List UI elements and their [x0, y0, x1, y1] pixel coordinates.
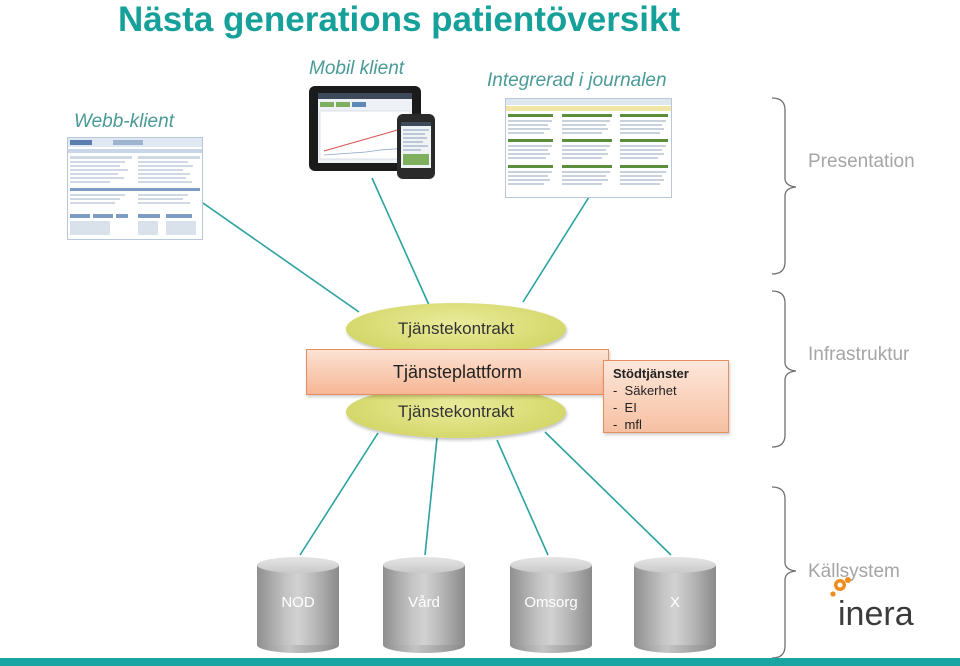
service-contract-top: Tjänstekontrakt: [346, 303, 566, 355]
source-system-x: X: [634, 557, 716, 653]
svg-text:inera: inera: [838, 595, 914, 633]
support-item-mfl: - mfl: [613, 417, 642, 432]
source-system-omsorg: Omsorg: [510, 557, 592, 653]
source-system-nod: NOD: [257, 557, 339, 653]
web-client-screenshot: [67, 137, 203, 240]
connector-omsorg: [496, 439, 549, 556]
support-item-ei: - EI: [613, 400, 637, 415]
connector-vard: [424, 437, 438, 556]
connector-integrated: [522, 196, 590, 303]
source-system-label: NOD: [281, 594, 315, 611]
presentation-bracket: [771, 97, 797, 275]
connector-nod: [299, 432, 379, 556]
integrated-client-label: Integrerad i journalen: [487, 70, 667, 91]
page-title: Nästa generations patientöversikt: [118, 0, 681, 39]
phone-screen: [401, 122, 431, 168]
source-system-label: Omsorg: [524, 594, 578, 611]
mobile-client-label: Mobil klient: [309, 58, 405, 79]
source-system-vard: Vård: [383, 557, 465, 653]
source-bracket: [771, 486, 797, 659]
presentation-layer-label: Presentation: [808, 151, 915, 172]
support-item-security: - Säkerhet: [613, 383, 677, 398]
support-services-heading: Stödtjänster: [613, 366, 689, 381]
service-platform: Tjänsteplattform: [306, 349, 609, 395]
bottom-accent-bar: [0, 658, 960, 666]
support-services-box: Stödtjänster - Säkerhet - EI - mfl: [603, 360, 729, 433]
infrastructure-layer-label: Infrastruktur: [808, 344, 910, 365]
connector-mobile: [371, 177, 430, 306]
phone-device: [397, 114, 435, 179]
tablet-screen: [318, 93, 412, 163]
infrastructure-bracket: [771, 290, 797, 448]
web-client-label: Webb-klient: [74, 111, 174, 132]
source-system-label: X: [669, 594, 680, 611]
source-layer-label: Källsystem: [808, 561, 900, 582]
integrated-journal-screenshot: [505, 98, 672, 198]
source-system-label: Vård: [408, 594, 440, 611]
inera-logo: inera: [828, 572, 938, 634]
connector-x: [544, 431, 672, 556]
